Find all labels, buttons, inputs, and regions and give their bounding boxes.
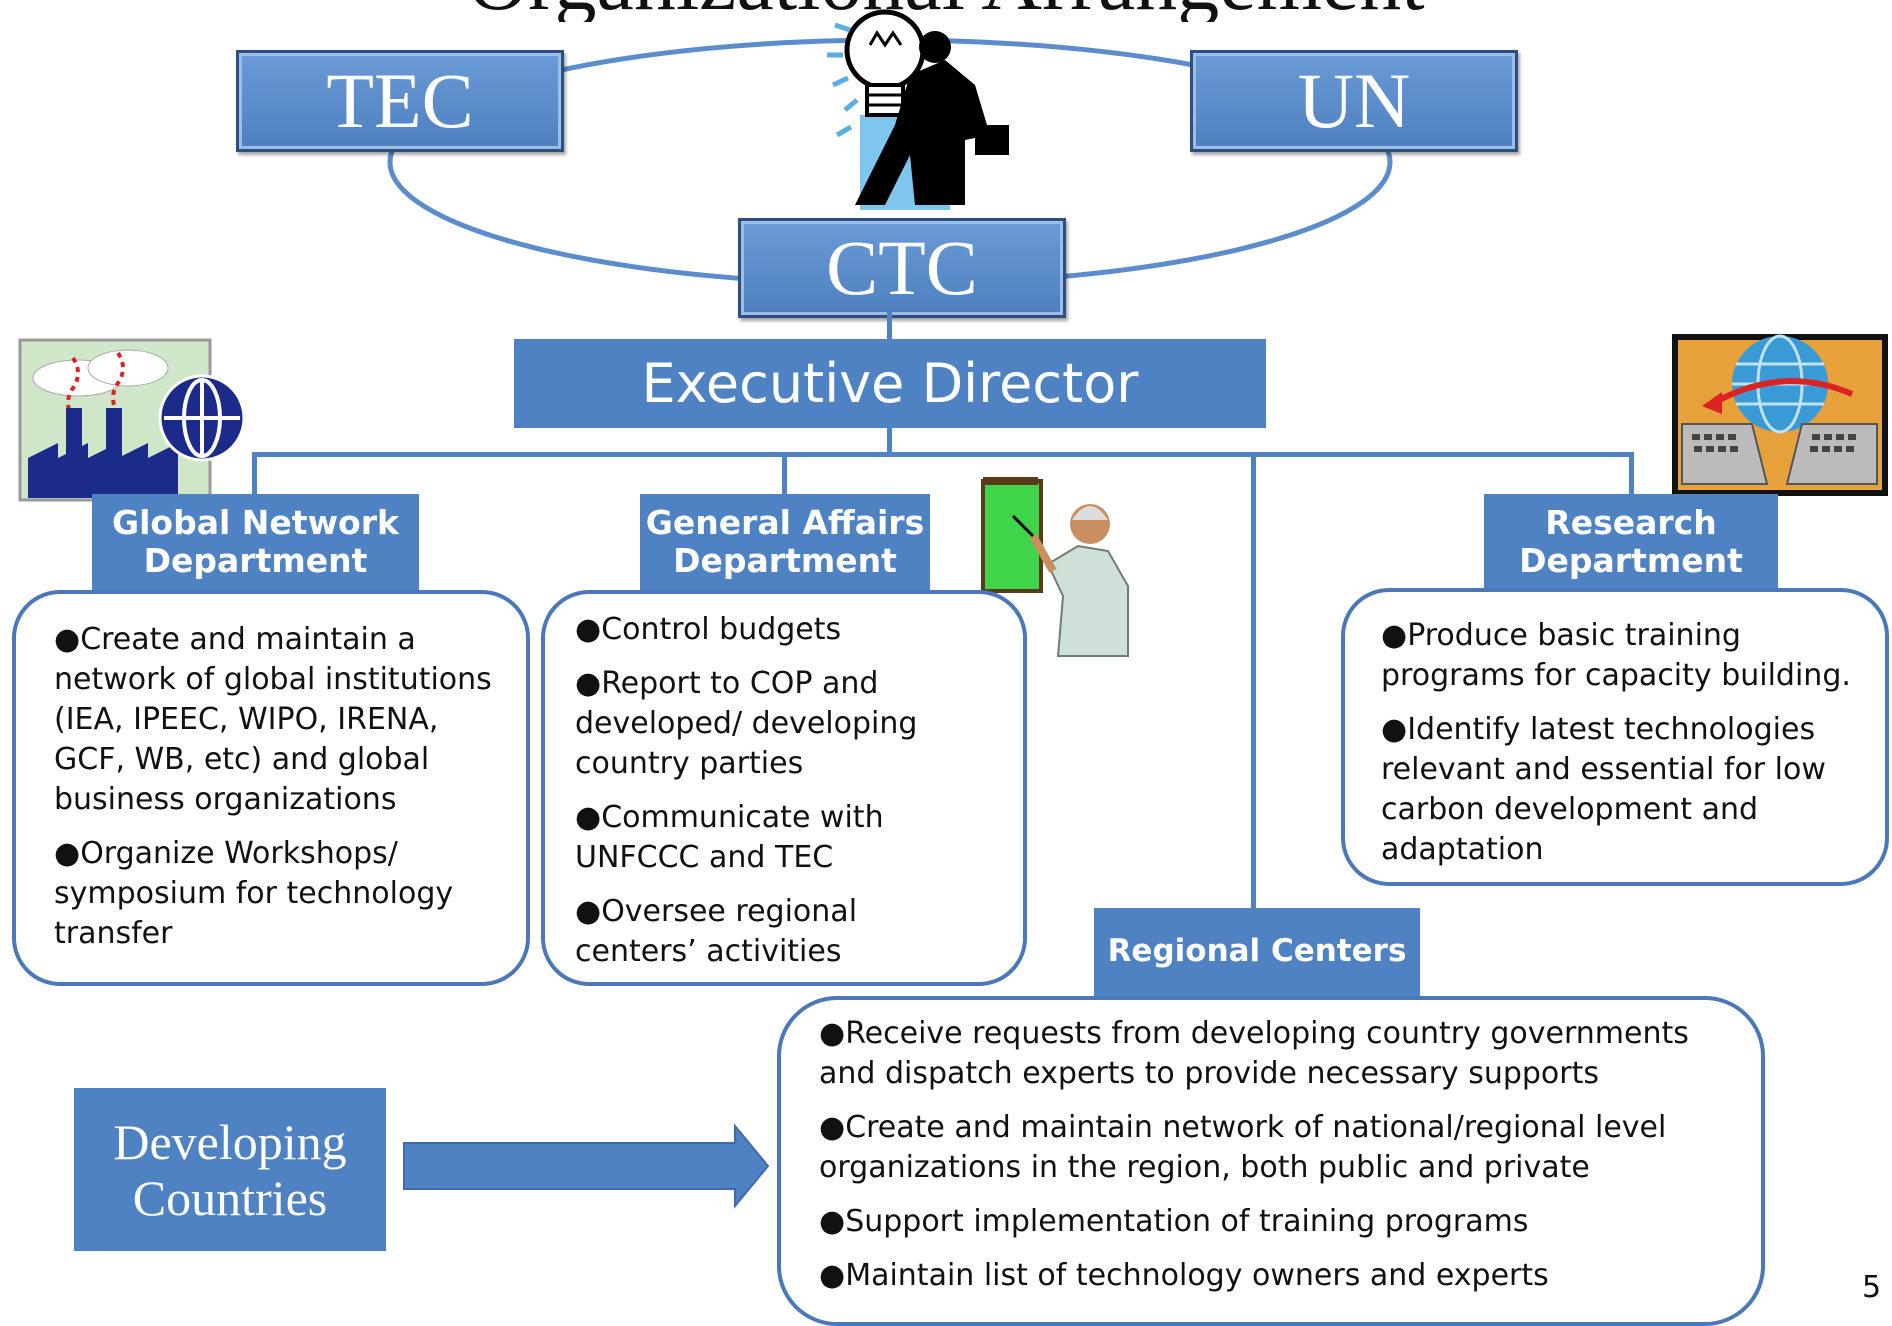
regional-item: Receive requests from developing country… <box>819 1014 1739 1094</box>
developing-countries-label: Developing Countries <box>113 1113 347 1226</box>
tec-label: TEC <box>326 57 474 144</box>
teacher-icon <box>981 477 1129 657</box>
drop-regional-line <box>1251 452 1256 908</box>
regional-item: Create and maintain network of national/… <box>819 1108 1739 1188</box>
research-item: Produce basic training programs for capa… <box>1381 616 1881 696</box>
regional-header: Regional Centers <box>1094 908 1420 996</box>
drop-research-line <box>1629 452 1634 494</box>
research-dept-list: Produce basic training programs for capa… <box>1381 616 1881 884</box>
developing-countries-box: Developing Countries <box>74 1088 386 1251</box>
regional-list: Receive requests from developing country… <box>819 1014 1739 1310</box>
general-item: Report to COP and developed/ developing … <box>575 664 955 784</box>
general-item: Control budgets <box>575 610 955 650</box>
regional-title: Regional Centers <box>1107 933 1407 970</box>
lightbulb-businessman-icon <box>827 9 1009 210</box>
general-dept-header: General Affairs Department <box>640 494 930 590</box>
global-item: Create and maintain a network of global … <box>54 620 514 820</box>
global-dept-box: Create and maintain a network of global … <box>12 590 530 986</box>
global-dept-header: Global Network Department <box>92 494 419 590</box>
arrow-to-regional <box>403 1123 770 1209</box>
ctc-box: CTC <box>738 218 1066 318</box>
exec-stem-line <box>887 428 892 454</box>
general-dept-box: Control budgets Report to COP and develo… <box>541 590 1027 986</box>
computers-globe-icon <box>1672 334 1888 496</box>
regional-box: Receive requests from developing country… <box>777 996 1765 1326</box>
page-number: 5 <box>1862 1270 1882 1305</box>
research-item: Identify latest technologies relevant an… <box>1381 710 1881 870</box>
global-dept-list: Create and maintain a network of global … <box>54 620 514 968</box>
slide-title: Organizational Arrangement <box>0 0 1892 22</box>
executive-director-label: Executive Director <box>641 352 1139 415</box>
regional-item: Support implementation of training progr… <box>819 1202 1739 1242</box>
horizontal-bus-line <box>252 452 1634 457</box>
global-dept-title: Global Network Department <box>112 503 399 580</box>
general-item: Oversee regional centers’ activities <box>575 892 955 972</box>
un-box: UN <box>1190 50 1518 152</box>
executive-director-box: Executive Director <box>514 339 1266 428</box>
drop-general-line <box>782 452 787 494</box>
tec-box: TEC <box>236 50 564 152</box>
general-item: Communicate with UNFCCC and TEC <box>575 798 955 878</box>
general-dept-title: General Affairs Department <box>645 503 925 580</box>
ctc-exec-line <box>887 312 892 340</box>
research-dept-box: Produce basic training programs for capa… <box>1341 588 1889 886</box>
regional-item: Maintain list of technology owners and e… <box>819 1256 1739 1296</box>
drop-global-line <box>252 452 257 494</box>
research-dept-header: Research Department <box>1484 494 1778 590</box>
research-dept-title: Research Department <box>1519 503 1743 580</box>
un-label: UN <box>1297 57 1411 144</box>
factory-globe-icon <box>18 338 246 502</box>
ctc-label: CTC <box>826 224 978 311</box>
global-item: Organize Workshops/ symposium for techno… <box>54 834 514 954</box>
general-dept-list: Control budgets Report to COP and develo… <box>575 610 955 986</box>
